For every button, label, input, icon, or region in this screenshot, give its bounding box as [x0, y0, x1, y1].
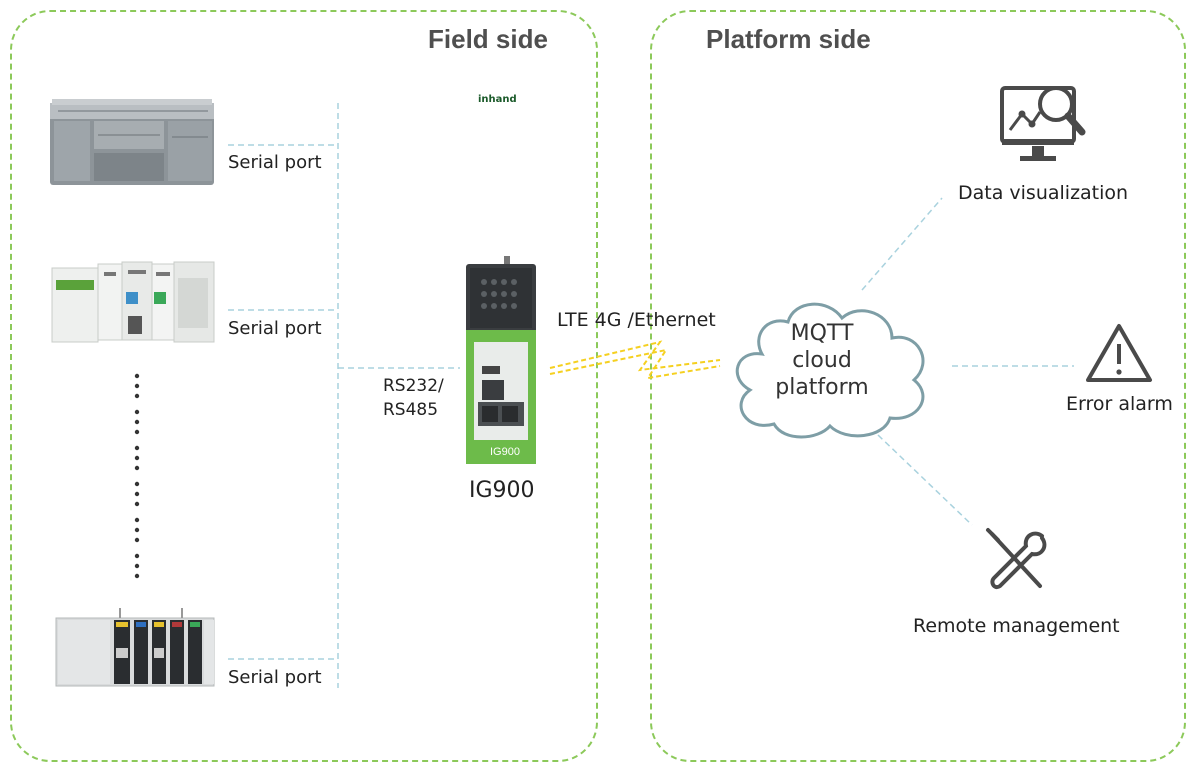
cloud-label-line3: platform [775, 375, 869, 400]
cloud-label-line2: cloud [792, 348, 852, 373]
serial-port-label-3: Serial port [228, 667, 322, 688]
lte-lightning-link [549, 340, 721, 380]
gateway-brand: inhand [478, 94, 517, 105]
error-alarm-label: Error alarm [1066, 393, 1173, 415]
data-visualization-label: Data visualization [958, 182, 1129, 204]
link-label: LTE 4G /Ethernet [557, 309, 716, 331]
serial-port-label-2: Serial port [228, 318, 322, 339]
ig900-gateway-device [466, 256, 536, 464]
bus-label-line2: RS485 [383, 400, 439, 420]
plc-device-2 [51, 261, 215, 343]
gateway-name: IG900 [469, 478, 535, 503]
cloud-label: MQTT cloud platform [722, 320, 922, 401]
platform-side-panel [650, 10, 1186, 762]
field-side-panel [10, 10, 598, 762]
cloud-label-line1: MQTT [790, 321, 854, 346]
data-visualization-icon [1000, 86, 1086, 161]
remote-management-label: Remote management [913, 615, 1120, 637]
bus-label-line1: RS232/ [383, 376, 444, 396]
more-devices-ellipsis [134, 373, 140, 579]
gateway-panel-text: IG900 [490, 446, 520, 458]
mqtt-cloud [735, 302, 925, 439]
tools-icon [986, 528, 1047, 589]
serial-port-label-1: Serial port [228, 152, 322, 173]
field-side-title: Field side [428, 24, 548, 54]
warning-icon [1086, 324, 1152, 382]
plc-device-1 [50, 99, 214, 185]
platform-side-title: Platform side [706, 24, 871, 54]
plc-device-3 [55, 608, 215, 687]
